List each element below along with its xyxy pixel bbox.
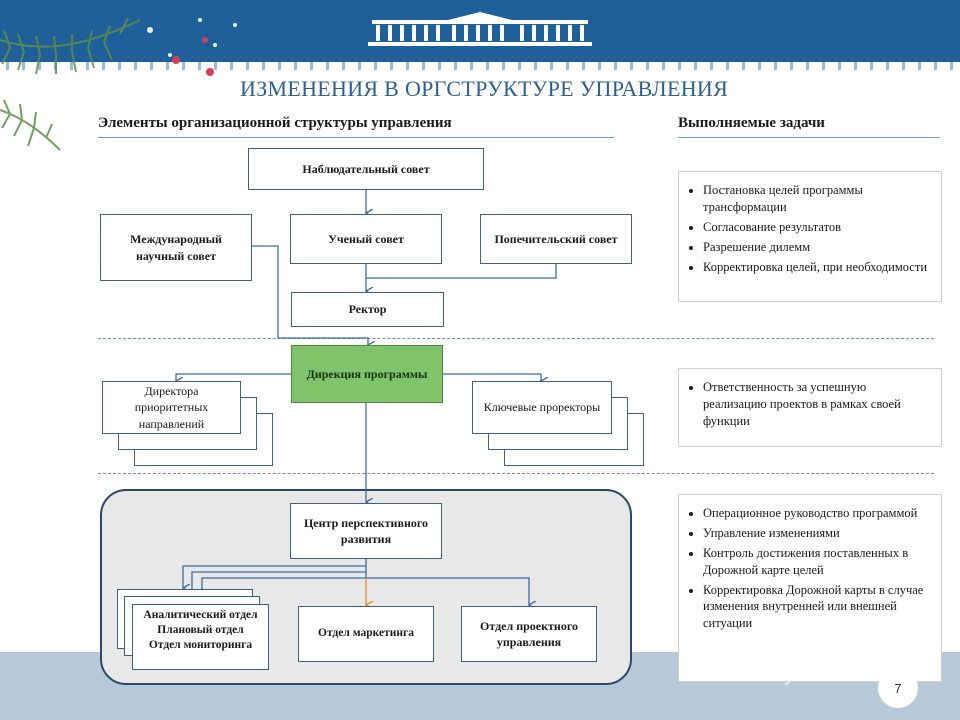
node-priority-directors: Директора приоритетных направлений bbox=[102, 381, 241, 434]
task-item: Корректировка целей, при необходимости bbox=[703, 259, 933, 276]
task-item: Контроль достижения поставленных в Дорож… bbox=[703, 545, 933, 579]
node-planning-dept: Плановый отдел bbox=[157, 623, 244, 636]
section-divider-2 bbox=[98, 473, 934, 474]
task-item: Разрешение дилемм bbox=[703, 239, 933, 256]
tasks-box-responsibility: Ответственность за успешную реализацию п… bbox=[678, 368, 942, 447]
node-analytical-dept: Аналитический отдел bbox=[143, 609, 258, 621]
node-key-vice-rectors: Ключевые проректоры bbox=[472, 381, 612, 434]
task-item: Ответственность за успешную реализацию п… bbox=[703, 379, 933, 430]
watermark-text: MyShared bbox=[766, 660, 867, 685]
pine-branch-decoration bbox=[0, 17, 237, 151]
page-number: 7 bbox=[878, 668, 918, 708]
node-supervisory-board: Наблюдательный совет bbox=[248, 148, 484, 190]
node-marketing-dept: Отдел маркетинга bbox=[298, 606, 434, 662]
left-column-header: Элементы организационной структуры управ… bbox=[98, 115, 452, 131]
node-program-directorate: Дирекция программы bbox=[291, 345, 443, 403]
node-monitoring-dept: Отдел мониторинга bbox=[148, 638, 253, 651]
tasks-box-governance: Постановка целей программы трансформации… bbox=[678, 171, 942, 302]
right-header-underline bbox=[678, 137, 940, 138]
node-project-mgmt-dept: Отдел проектного управления bbox=[461, 606, 597, 662]
node-departments-stack: Аналитический отдел Плановый отдел Отдел… bbox=[132, 604, 269, 670]
task-item: Корректировка Дорожной карты в случае из… bbox=[703, 582, 933, 633]
node-international-council: Международный научный совет bbox=[100, 214, 252, 281]
task-item: Управление изменениями bbox=[703, 525, 933, 542]
section-divider-1 bbox=[98, 338, 934, 339]
task-item: Постановка целей программы трансформации bbox=[703, 182, 933, 216]
building-logo-icon bbox=[368, 12, 592, 46]
right-column-header: Выполняемые задачи bbox=[678, 115, 825, 131]
node-academic-council: Ученый совет bbox=[290, 214, 442, 264]
node-rector: Ректор bbox=[291, 292, 444, 327]
page-title: ИЗМЕНЕНИЯ В ОРГСТРУКТУРЕ УПРАВЛЕНИЯ bbox=[240, 76, 729, 101]
left-header-underline bbox=[98, 137, 614, 138]
task-item: Согласование результатов bbox=[703, 219, 933, 236]
task-item: Операционное руководство программой bbox=[703, 505, 933, 522]
tasks-box-operations: Операционное руководство программой Упра… bbox=[678, 494, 942, 682]
node-board-of-trustees: Попечительский совет bbox=[480, 214, 632, 264]
node-development-center: Центр перспективного развития bbox=[290, 503, 442, 559]
header-ornament bbox=[0, 62, 960, 70]
